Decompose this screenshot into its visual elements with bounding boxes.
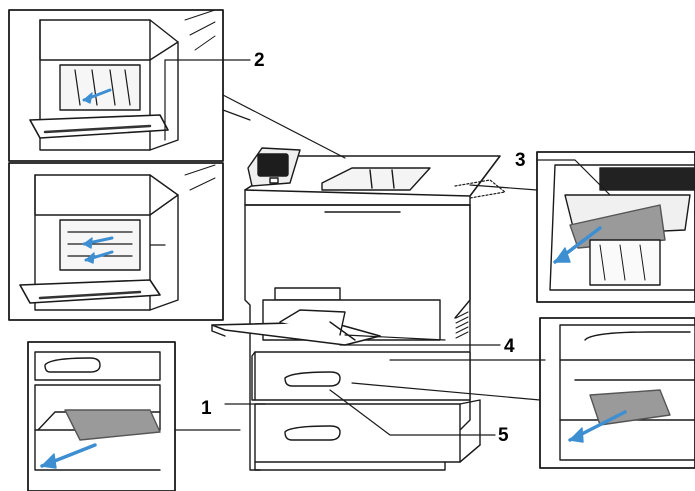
tray-1: [252, 352, 470, 400]
callout-1: 1: [201, 398, 212, 419]
callout-3: 3: [515, 150, 526, 171]
inset-rear-duplex-lower: [9, 163, 223, 320]
inset-tray-2-jam: [28, 342, 175, 491]
callout-5: 5: [498, 425, 509, 446]
main-printer: [212, 148, 500, 470]
vent-grill: [456, 312, 468, 338]
callout-4: 4: [504, 336, 515, 357]
tray-2: [255, 400, 480, 462]
inset-rear-duplex-upper: [9, 10, 223, 161]
inset-rear-door-fuser: [537, 152, 695, 302]
callout-2: 2: [254, 50, 265, 71]
control-panel-screen: [258, 154, 288, 176]
inset-tray-1-jam: [540, 318, 695, 468]
